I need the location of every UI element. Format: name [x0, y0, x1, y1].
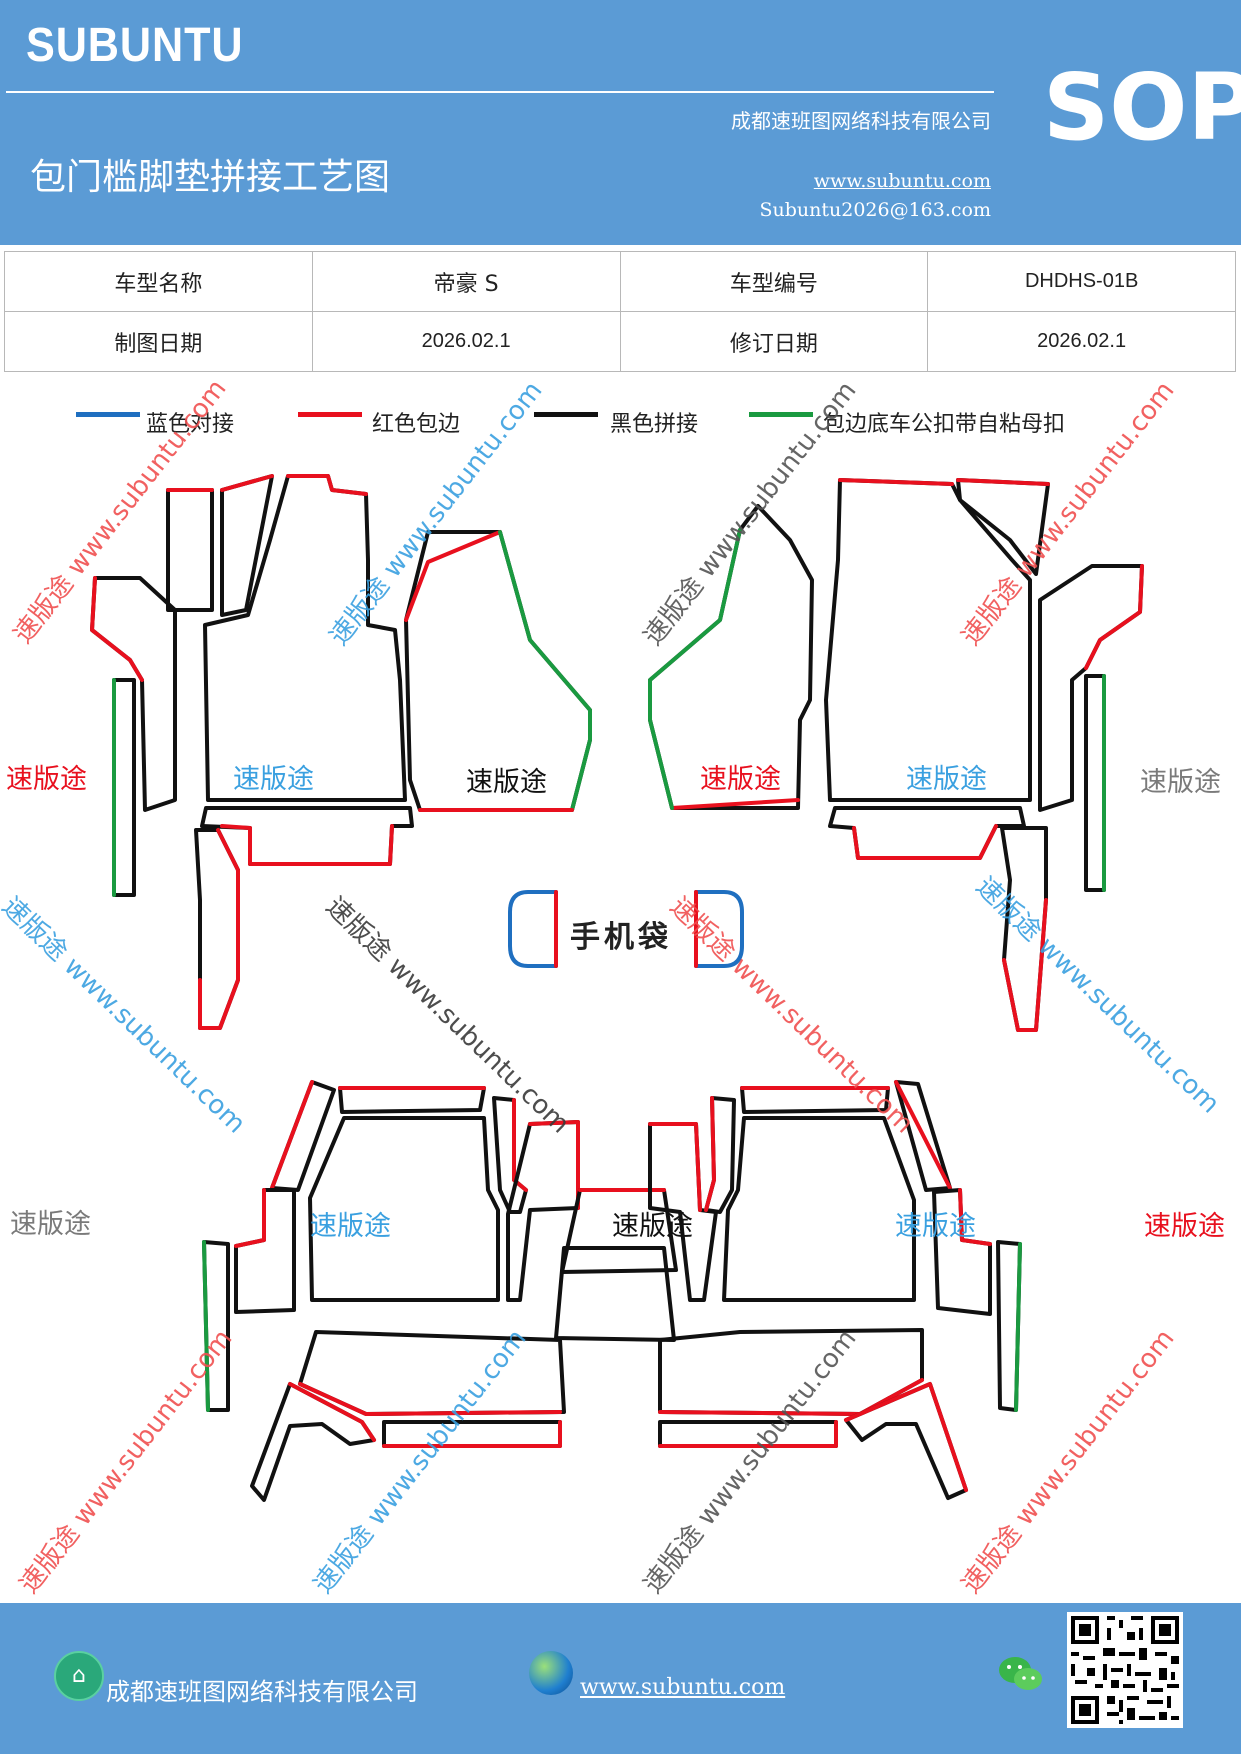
- mat-piece: [220, 474, 274, 492]
- mat-piece: [1014, 1242, 1022, 1412]
- legend-label: 包边底车公扣带自粘母扣: [823, 412, 1066, 437]
- revision-date-label: 修订日期: [619, 311, 929, 372]
- building-icon: ⌂: [54, 1651, 104, 1701]
- piece-label: 速版途: [6, 764, 87, 795]
- mat-piece: [298, 1382, 562, 1416]
- website-link[interactable]: www.subuntu.com: [813, 170, 991, 192]
- legend-swatch: [298, 412, 362, 417]
- mat-piece: [1084, 564, 1144, 670]
- vehicle-info-table: 车型名称 帝豪 S 车型编号 DHDHS-01B 制图日期 2026.02.1 …: [4, 251, 1236, 372]
- mat-piece: [894, 1080, 952, 1190]
- brand-logo: SUBUNTU: [26, 19, 244, 72]
- mat-piece: [670, 798, 800, 810]
- phone-bag-label: 手机袋: [570, 920, 672, 955]
- email-address: Subuntu2026@163.com: [759, 199, 991, 221]
- mat-piece: [958, 1188, 992, 1246]
- page-title: 包门槛脚垫拼接工艺图: [30, 157, 391, 198]
- mat-piece: [852, 824, 998, 860]
- piece-label: 速版途: [700, 764, 781, 795]
- mat-piece: [554, 1246, 676, 1342]
- piece-label: 速版途: [1144, 1211, 1225, 1242]
- legend-swatch: [76, 412, 140, 417]
- footer-company: 成都速班图网络科技有限公司: [106, 1678, 418, 1706]
- table-row: 制图日期 2026.02.1 修订日期 2026.02.1: [4, 311, 1236, 372]
- mat-piece: [270, 1080, 336, 1192]
- mat-piece: [90, 576, 144, 682]
- mat-piece: [722, 1116, 916, 1302]
- mat-piece: [220, 474, 274, 617]
- mat-piece: [648, 528, 742, 810]
- company-name: 成都速班图网络科技有限公司: [731, 109, 991, 133]
- piece-label: 速版途: [612, 1211, 693, 1242]
- header-divider: [6, 91, 994, 93]
- sop-label: SOP: [1043, 54, 1241, 161]
- legend-label: 蓝色对接: [146, 412, 235, 437]
- model-name-value: 帝豪 S: [311, 251, 621, 312]
- mat-piece: [288, 1382, 376, 1442]
- legend-swatch: [749, 412, 813, 417]
- mat-piece: [1002, 898, 1048, 1032]
- mat-piece: [220, 824, 394, 866]
- phone-bag-left: [508, 890, 558, 968]
- mat-piece: [198, 828, 240, 1030]
- mat-piece: [286, 474, 368, 496]
- piece-label: 速版途: [233, 764, 314, 795]
- globe-icon: [529, 1651, 573, 1695]
- mat-piece: [166, 488, 214, 612]
- piece-label: 速版途: [310, 1211, 391, 1242]
- mat-piece: [824, 478, 1032, 802]
- mat-piece: [658, 1420, 838, 1448]
- legend-label: 红色包边: [372, 412, 461, 437]
- footer-website-link[interactable]: www.subuntu.com: [580, 1675, 786, 1700]
- mat-piece: [338, 1086, 486, 1114]
- mat-piece: [382, 1420, 562, 1448]
- header-banner: [0, 0, 1241, 245]
- mat-piece: [308, 1116, 500, 1302]
- mat-piece: [648, 1122, 702, 1212]
- mat-piece: [112, 678, 136, 897]
- mat-piece: [838, 478, 954, 486]
- mat-piece: [404, 530, 502, 622]
- mat-piece: [844, 1382, 968, 1492]
- phone-bag-right: [694, 890, 744, 968]
- mat-piece: [704, 1096, 716, 1212]
- mat-piece: [270, 1080, 314, 1190]
- piece-label: 速版途: [466, 767, 547, 798]
- mat-piece: [1084, 674, 1106, 892]
- piece-label: 速版途: [906, 764, 987, 795]
- mat-piece: [234, 1188, 266, 1248]
- mat-piece: [498, 530, 592, 812]
- wechat-icon: [999, 1657, 1042, 1690]
- mat-piece: [512, 1098, 528, 1192]
- mat-piece: [828, 806, 1026, 860]
- model-name-label: 车型名称: [4, 251, 313, 312]
- mat-piece: [956, 478, 1050, 486]
- mat-piece: [250, 1382, 376, 1502]
- piece-label: 速版途: [1140, 767, 1221, 798]
- draw-date-value: 2026.02.1: [311, 311, 621, 372]
- mat-piece: [528, 1120, 580, 1210]
- mat-piece: [1038, 564, 1144, 812]
- model-code-label: 车型编号: [619, 251, 929, 312]
- model-code-value: DHDHS-01B: [927, 251, 1236, 312]
- mat-piece: [202, 1240, 210, 1412]
- legend-label: 黑色拼接: [610, 412, 699, 437]
- draw-date-label: 制图日期: [4, 311, 313, 372]
- qr-code[interactable]: [1067, 1612, 1183, 1728]
- legend-swatch: [534, 412, 598, 417]
- mat-piece: [203, 474, 407, 802]
- mat-piece: [200, 806, 414, 866]
- revision-date-value: 2026.02.1: [927, 311, 1236, 372]
- piece-label: 速版途: [895, 1211, 976, 1242]
- table-row: 车型名称 帝豪 S 车型编号 DHDHS-01B: [4, 251, 1236, 312]
- piece-label: 速版途: [10, 1209, 91, 1240]
